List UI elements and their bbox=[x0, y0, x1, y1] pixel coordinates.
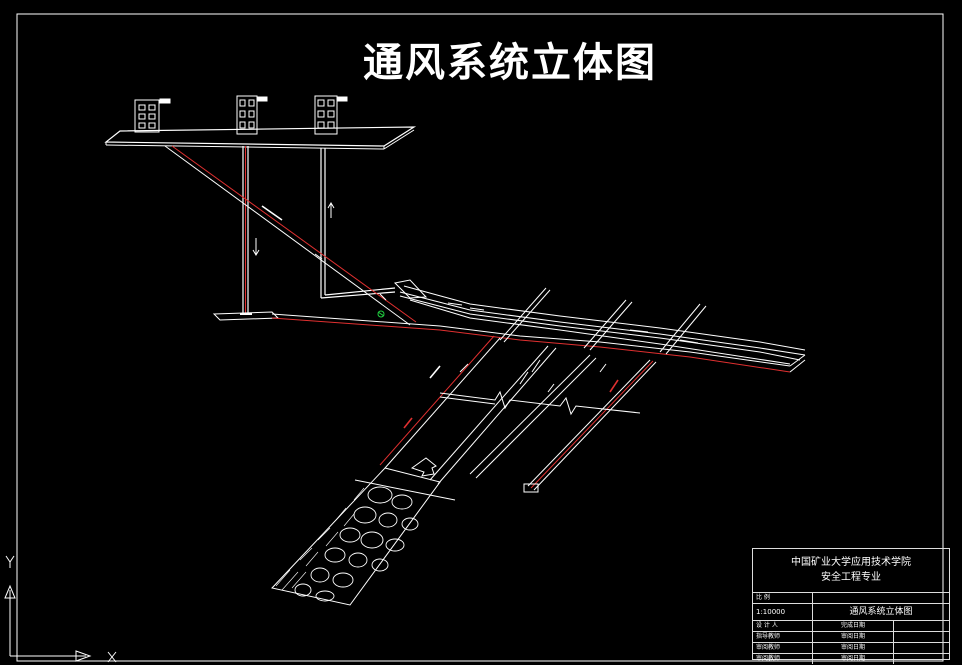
building-3 bbox=[314, 95, 348, 135]
ucs-icon bbox=[4, 555, 117, 663]
drawing-title: 通风系统立体图 bbox=[363, 40, 657, 86]
title-block-row: 设 计 人 完成日期 bbox=[753, 621, 949, 632]
drawing-name-row: 1:10000 通风系统立体图 bbox=[753, 604, 949, 621]
shaft-bottom-station bbox=[212, 311, 280, 321]
scale-label-row: 比 例 bbox=[753, 593, 949, 604]
inclined-shaft bbox=[164, 145, 417, 326]
drawing-frame bbox=[16, 13, 944, 662]
raise-1 bbox=[499, 287, 551, 343]
main-haulage-drift bbox=[271, 285, 806, 373]
drawing-name: 通风系统立体图 bbox=[849, 607, 913, 617]
major-name: 安全工程专业 bbox=[821, 572, 881, 583]
left-inclined-roadway bbox=[379, 335, 501, 469]
working-face-gob bbox=[271, 457, 456, 606]
title-block-row: 审阅教师 审阅日期 bbox=[753, 654, 949, 664]
scale-label: 比 例 bbox=[753, 593, 813, 603]
building-1 bbox=[134, 98, 171, 133]
institution-name: 中国矿业大学应用技术学院 bbox=[791, 557, 911, 568]
cross-cut-connection bbox=[439, 390, 641, 416]
raise-2 bbox=[583, 299, 633, 351]
title-block-row: 指导教师 审阅日期 bbox=[753, 632, 949, 643]
main-shaft bbox=[242, 146, 260, 313]
building-2 bbox=[236, 95, 268, 135]
airflow-arrows bbox=[447, 302, 699, 393]
title-block: 中国矿业大学应用技术学院 安全工程专业 比 例 1:10000 通风系统立体图 … bbox=[752, 548, 950, 664]
raise-3 bbox=[659, 303, 707, 355]
scale-value: 1:10000 bbox=[753, 604, 813, 620]
ventilation-shaft bbox=[320, 148, 396, 299]
surface-platform bbox=[104, 126, 417, 150]
air-door-junction bbox=[377, 279, 428, 318]
right-roadway bbox=[523, 359, 657, 493]
middle-roadway bbox=[429, 345, 597, 485]
title-block-row: 审阅教师 审阅日期 bbox=[753, 643, 949, 654]
title-block-header: 中国矿业大学应用技术学院 安全工程专业 bbox=[753, 549, 949, 593]
